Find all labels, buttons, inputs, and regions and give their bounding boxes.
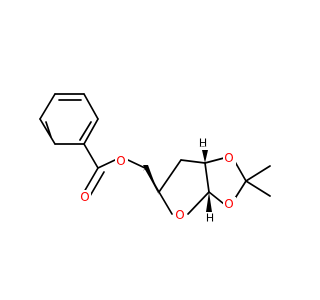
ether-o-to-ch2-bond <box>127 159 146 169</box>
benzene-ring <box>39 93 99 145</box>
dioxolane-ring <box>204 157 271 205</box>
aromatic-inner-bond <box>79 121 92 141</box>
furanose-oxygen-label: O <box>175 208 184 222</box>
ring-bond <box>180 159 206 164</box>
stereo-hydrogen-upper-label: H <box>199 137 207 150</box>
dioxolane-oxygen-upper-label: O <box>224 151 233 165</box>
aromatic-inner-bond <box>45 121 52 138</box>
carbonyl-to-ether-o-bond <box>97 159 116 169</box>
ring-bond <box>204 162 210 193</box>
stereo-wedge-bond <box>206 192 212 212</box>
ring-bond <box>83 93 99 120</box>
ring-bond <box>208 191 225 205</box>
ring-bond <box>39 118 56 145</box>
ring-bond <box>39 93 56 120</box>
furanose-ring <box>158 159 210 215</box>
atom-labels: O O O O O H H <box>79 137 236 225</box>
carbonyl-double-bond <box>89 171 105 197</box>
ring-bond <box>158 191 173 215</box>
ring-to-carbonyl-bond <box>83 143 99 169</box>
ring-bond <box>233 180 247 201</box>
stereo-wedge-bond <box>143 165 159 195</box>
stereo-hydrogen-lower-label: H <box>206 212 214 225</box>
carbonyl-oxygen-label: O <box>80 190 89 204</box>
methyl-bond <box>245 180 271 197</box>
ring-bond <box>83 118 99 145</box>
ring-bond <box>204 157 225 164</box>
stereo-wedge-bond <box>202 150 208 163</box>
ring-bond <box>187 191 210 215</box>
methyl-bond <box>245 165 271 182</box>
molecular-structure: O O O O O H H <box>39 93 271 225</box>
dioxolane-oxygen-lower-label: O <box>224 197 233 211</box>
ester-oxygen-label: O <box>116 154 125 168</box>
ring-bond <box>158 159 182 193</box>
stereo-wedge-bond <box>143 166 159 192</box>
carbonyl-double-bond <box>83 167 99 193</box>
